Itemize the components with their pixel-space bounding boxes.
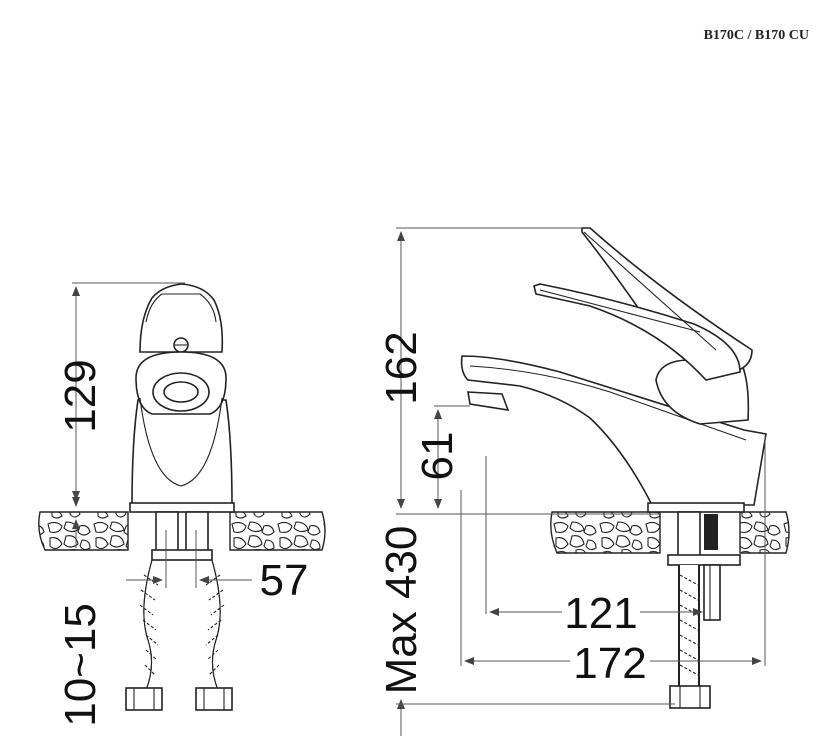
dim-hose-spacing: 57 (260, 556, 309, 605)
front-faucet-body (131, 399, 233, 506)
model-code: B170C / B170 CU (703, 28, 809, 43)
front-view (38, 283, 326, 711)
side-faucet-body (460, 355, 767, 506)
dim-spout-reach: 121 (564, 589, 637, 638)
dim-spout-clearance: 61 (413, 432, 462, 481)
lever-lower (533, 283, 741, 381)
dim-front-height: 129 (56, 359, 105, 432)
side-view (460, 227, 790, 709)
dim-max-hose: Max 430 (377, 526, 426, 695)
side-dimension-lines (396, 227, 766, 736)
dim-deck-thickness: 10~15 (56, 603, 105, 727)
dim-total-height: 162 (377, 331, 426, 404)
front-dimension-lines (72, 282, 252, 588)
dim-total-depth: 172 (573, 639, 646, 688)
front-countertop (38, 511, 129, 551)
side-countertop (550, 511, 661, 554)
